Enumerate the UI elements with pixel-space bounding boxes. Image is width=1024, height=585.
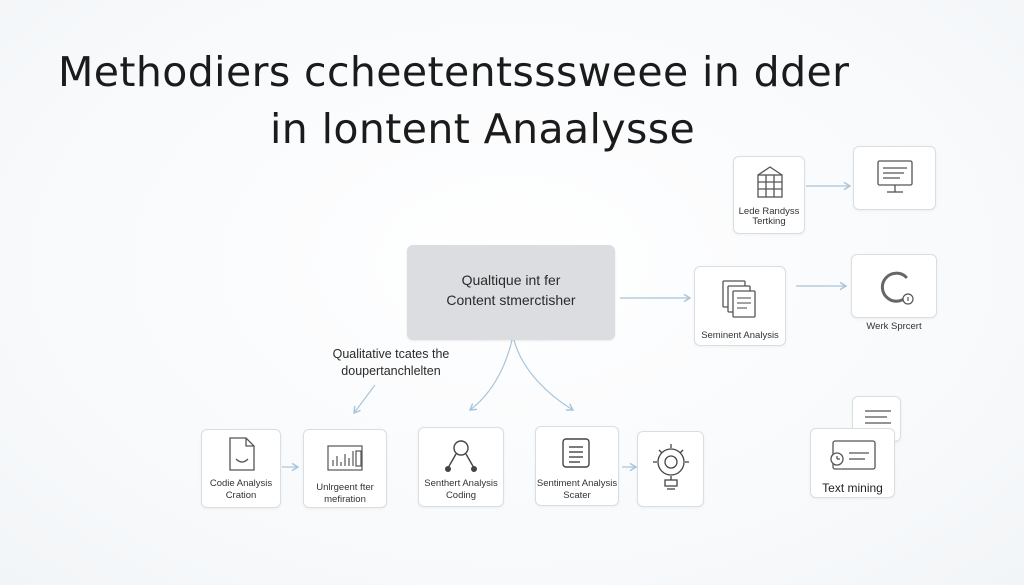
coding-label-1: Senthert Analysis [424,478,498,489]
monitor-card[interactable] [853,146,936,210]
center-line-2: Content stmerctisher [446,292,576,308]
media-card-icon [830,440,876,470]
magnifier-tools-icon [445,440,477,472]
code-analysis-label-1: Codie Analysis [209,478,273,489]
arrow-center-to-coding [468,339,513,411]
chart-card-label-1: Unlrgeent fter [316,482,374,493]
scater-card[interactable] [535,426,619,506]
grid-card-label-2: Tertking [752,216,786,227]
arrow-center-to-scater [513,339,575,411]
code-analysis-label-2: Cration [225,490,257,501]
building-grid-icon [757,166,783,198]
annotation-line-1: Qualitative tcates the [332,347,450,361]
monitor-icon [877,160,913,193]
center-line-1: Qualtique int fer [461,272,561,288]
bulb-card[interactable] [637,431,704,507]
document-list-icon [562,438,590,468]
text-mining-card[interactable] [810,428,895,498]
refresh-cycle-icon [880,271,914,305]
coding-label-2: Coding [445,490,477,501]
arrow-annotation-to-chart [353,384,376,415]
sentiment-analysis-label: Seminent Analysis [701,330,779,341]
bar-chart-icon [327,445,363,471]
cycle-card[interactable] [851,254,937,318]
text-mining-label: Text mining [822,481,883,495]
chart-card-label-2: mefiration [324,494,366,505]
scater-label-1: Sentiment Analysis [536,478,618,489]
title-line-1: Methodiers ccheetentsssweee in dder [58,48,850,96]
text-lines-icon [865,410,891,424]
central-concept-box[interactable]: Qualtique int fer Content stmerctisher [407,245,615,340]
chart-card[interactable] [303,429,387,508]
documents-icon [722,280,756,318]
coding-card[interactable] [418,427,504,507]
code-analysis-card[interactable] [201,429,281,508]
title-line-2: in lontent Anaalysse [270,105,696,153]
gear-bulb-icon [653,444,689,490]
annotation-line-2: doupertanchlelten [341,364,441,378]
sentiment-analysis-card[interactable] [694,266,786,346]
cycle-side-label: Werk Sprcert [866,321,922,332]
grid-card[interactable] [733,156,805,234]
file-icon [229,437,255,471]
grid-card-label-1: Lede Randyss [738,206,800,217]
scater-label-2: Scater [563,490,591,501]
